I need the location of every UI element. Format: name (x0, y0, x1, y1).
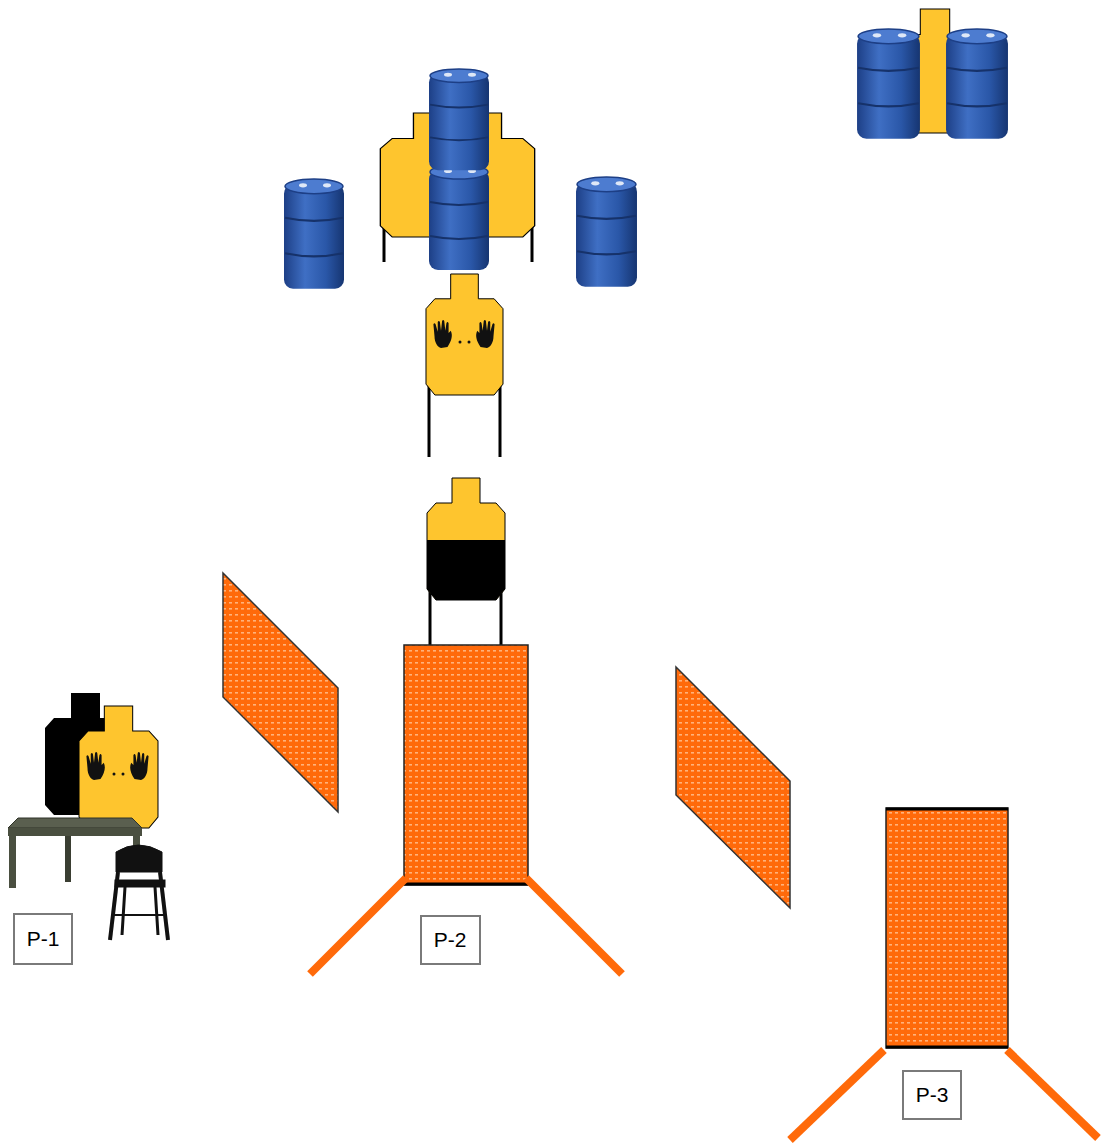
shooting-box-wall (310, 645, 622, 974)
barrel (576, 177, 637, 287)
chair (110, 845, 168, 940)
position-box: P-2 (420, 915, 481, 965)
barrel (946, 29, 1008, 139)
no-shoot-target (426, 274, 503, 395)
position-box: P-1 (13, 913, 73, 965)
position-label: P-1 (27, 927, 60, 950)
slanted-wall (676, 667, 790, 908)
position-label: P-2 (434, 928, 467, 951)
barrel (857, 29, 920, 139)
target-stand (428, 380, 431, 457)
slanted-wall (223, 573, 338, 812)
hand-print (130, 752, 148, 780)
partial-target (427, 478, 505, 600)
hand-print (476, 320, 494, 348)
position-label: P-3 (916, 1083, 949, 1106)
hand-print (433, 320, 451, 348)
shooting-box-wall (790, 808, 1098, 1140)
target-stand (499, 380, 502, 457)
hand-print (86, 752, 104, 780)
barrel (429, 69, 489, 170)
no-shoot-target (79, 706, 158, 828)
barrel (429, 165, 489, 270)
barrel (284, 179, 344, 289)
target-stand (531, 225, 534, 262)
position-box: P-3 (902, 1070, 962, 1120)
